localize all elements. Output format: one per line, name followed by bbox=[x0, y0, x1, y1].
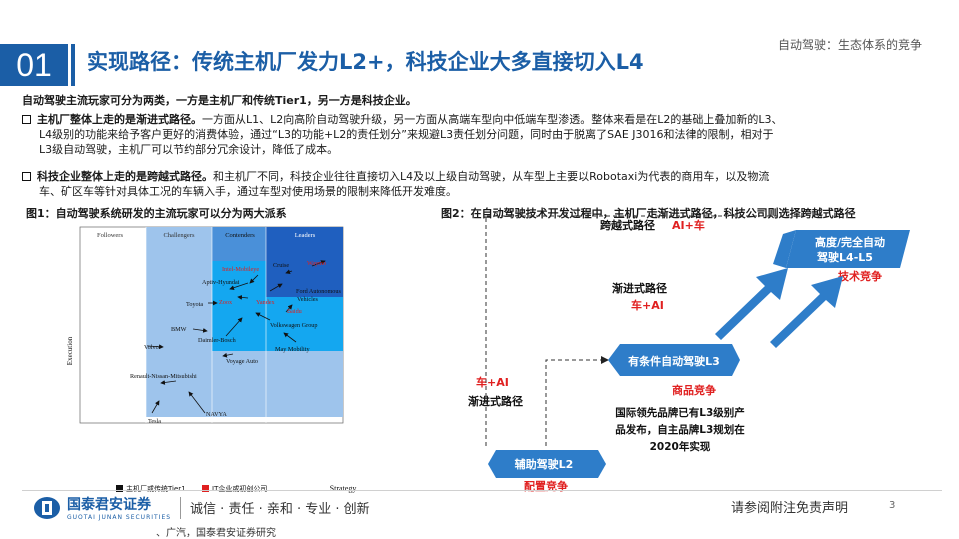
point-label: Volkswagen Group bbox=[270, 322, 318, 329]
y-axis-label: Execution bbox=[66, 336, 74, 365]
l4-arrow-tip bbox=[773, 230, 796, 268]
point-label: Zoox bbox=[219, 299, 233, 306]
l3-label: 有条件自动驾驶L3 bbox=[628, 354, 720, 368]
title-divider bbox=[71, 44, 75, 86]
point-label: Renault-Nissan-Mitsubishi bbox=[130, 373, 197, 380]
bullet-text: L3级自动驾驶，主机厂可以节约部分冗余设计，降低了成本。 bbox=[39, 143, 339, 156]
l4-label-line2: 驾驶L4-L5 bbox=[816, 250, 873, 264]
point-label: Ford Autonomous bbox=[296, 288, 341, 295]
bullet-bold: 科技企业整体上走的是跨越式路径。 bbox=[37, 170, 213, 183]
upper-tag: 车+AI bbox=[631, 298, 664, 312]
point-label: Voyage Auto bbox=[226, 358, 258, 365]
product-compete-label: 商品竞争 bbox=[672, 383, 716, 397]
lower-tag: 车+AI bbox=[476, 375, 509, 389]
point-label: May Mobility bbox=[275, 346, 310, 353]
section-number: 01 bbox=[0, 44, 68, 86]
leap-path-label: 跨越式路径 bbox=[600, 218, 655, 232]
point-label: Intel-Mobileye bbox=[222, 266, 259, 273]
leap-path-line bbox=[485, 215, 783, 446]
up-arrow-left-icon bbox=[715, 268, 788, 340]
section-tag: 自动驾驶：生态体系的竞争 bbox=[777, 38, 922, 52]
leap-tag: AI+车 bbox=[672, 218, 705, 232]
lead-text: 自动驾驶主流玩家可分为两类，一方是主机厂和传统Tier1，另一方是科技企业。 bbox=[22, 94, 417, 107]
l3-shape bbox=[608, 344, 740, 376]
bullet-text: 一方面从L1、L2向高阶自动驾驶升级，另一方面从高端车型向中低端车型渗透。整体来… bbox=[202, 113, 783, 126]
column-header: Contenders bbox=[225, 232, 255, 239]
page-title: 实现路径：传统主机厂发力L2+，科技企业大多直接切入L4 bbox=[87, 50, 644, 74]
bullet-text: 车、矿区车等针对具体工况的车辆入手，通过车型对使用场景的限制来降低开发难度。 bbox=[39, 185, 457, 198]
point-label: Yandex bbox=[256, 299, 276, 306]
l4-label-line1: 高度/完全自动 bbox=[815, 235, 885, 249]
company-logo: 国泰君安证券 GUOTAI JUNAN SECURITIES 诚信 · 责任 ·… bbox=[33, 494, 370, 521]
x-axis-label: Strategy bbox=[330, 484, 357, 493]
point-label: Tesla bbox=[148, 418, 161, 425]
point-label: Volvo bbox=[144, 344, 159, 351]
point-label: Aptiv-Hyundai bbox=[202, 279, 240, 286]
bullet-bold: 主机厂整体上走的是渐进式路径。 bbox=[37, 113, 202, 126]
l4-shape bbox=[786, 230, 910, 268]
square-bullet-icon bbox=[22, 172, 31, 181]
bullet-automakers: 主机厂整体上走的是渐进式路径。一方面从L1、L2向高阶自动驾驶升级，另一方面从高… bbox=[22, 112, 940, 157]
company-slogan: 诚信 · 责任 · 亲和 · 专业 · 创新 bbox=[190, 502, 370, 517]
l2-label: 辅助驾驶L2 bbox=[515, 457, 574, 471]
note-line: 国际领先品牌已有L3级别产 bbox=[615, 406, 745, 419]
note-line: 品发布，自主品牌L3规划在 bbox=[615, 423, 745, 436]
gradual-path-lower-line bbox=[545, 356, 609, 446]
footer-divider bbox=[22, 490, 942, 491]
bullet-text: L4级别的功能来给予客户更好的消费体验，通过“L3的功能+L2的责任划分”来规避… bbox=[39, 128, 774, 141]
gradual-path-label-upper: 渐进式路径 bbox=[612, 281, 667, 295]
players-quadrant-chart: Followers Challengers Contenders Leaders… bbox=[66, 226, 357, 493]
square-bullet-icon bbox=[22, 115, 31, 124]
column-header: Challengers bbox=[163, 232, 195, 239]
figure1-caption: 图1：自动驾驶系统研发的主流玩家可以分为两大派系 bbox=[26, 207, 287, 220]
bullet-tech-companies: 科技企业整体上走的是跨越式路径。和主机厂不同，科技企业往往直接切入L4及以上级自… bbox=[22, 169, 940, 199]
figure2-caption: 图2：在自动驾驶技术开发过程中，主机厂走渐进式路径，科技公司则选择跨越式路径 bbox=[441, 207, 856, 220]
point-label: BMW bbox=[171, 326, 187, 333]
config-compete-label: 配置竞争 bbox=[524, 479, 568, 493]
column-header: Followers bbox=[97, 232, 123, 239]
legend-swatch-tech bbox=[202, 485, 209, 492]
legend-swatch-automaker bbox=[116, 485, 123, 492]
logo-name-en: GUOTAI JUNAN SECURITIES bbox=[67, 514, 172, 521]
company-logo-icon bbox=[34, 496, 60, 519]
point-label: Waymo bbox=[307, 260, 326, 267]
column-header: Leaders bbox=[295, 232, 316, 239]
legend-label: 主机厂或传统Tier1 bbox=[126, 484, 186, 493]
point-label: Baidu bbox=[287, 308, 302, 315]
path-diagram: 高度/完全自动 驾驶L4-L5 技术竞争 有条件自动驾驶L3 商品竞争 辅助驾驶… bbox=[468, 215, 910, 493]
legend-label: IT企业或初创公司 bbox=[212, 484, 267, 493]
logo-name-cn: 国泰君安证券 bbox=[67, 497, 151, 513]
bullet-text: 和主机厂不同，科技企业往往直接切入L4及以上级自动驾驶，从车型上主要以Robot… bbox=[213, 170, 770, 183]
point-label: NAVYA bbox=[206, 411, 227, 418]
tech-compete-label: 技术竞争 bbox=[838, 269, 882, 283]
point-label: Toyota bbox=[186, 301, 203, 308]
disclaimer-text: 请参阅附注免责声明 bbox=[731, 501, 849, 516]
point-label: Vehicles bbox=[297, 296, 319, 303]
point-label: Cruise bbox=[273, 262, 289, 269]
note-line: 2020年实现 bbox=[650, 440, 711, 453]
up-arrow-right-icon bbox=[770, 276, 843, 348]
gradual-path-label-lower: 渐进式路径 bbox=[468, 394, 523, 408]
l2-shape bbox=[488, 450, 606, 478]
page-number: 3 bbox=[889, 500, 896, 511]
point-label: Daimler-Bosch bbox=[198, 337, 237, 344]
source-note: 、广汽，国泰君安证券研究 bbox=[156, 528, 276, 539]
logo-separator bbox=[180, 496, 182, 519]
